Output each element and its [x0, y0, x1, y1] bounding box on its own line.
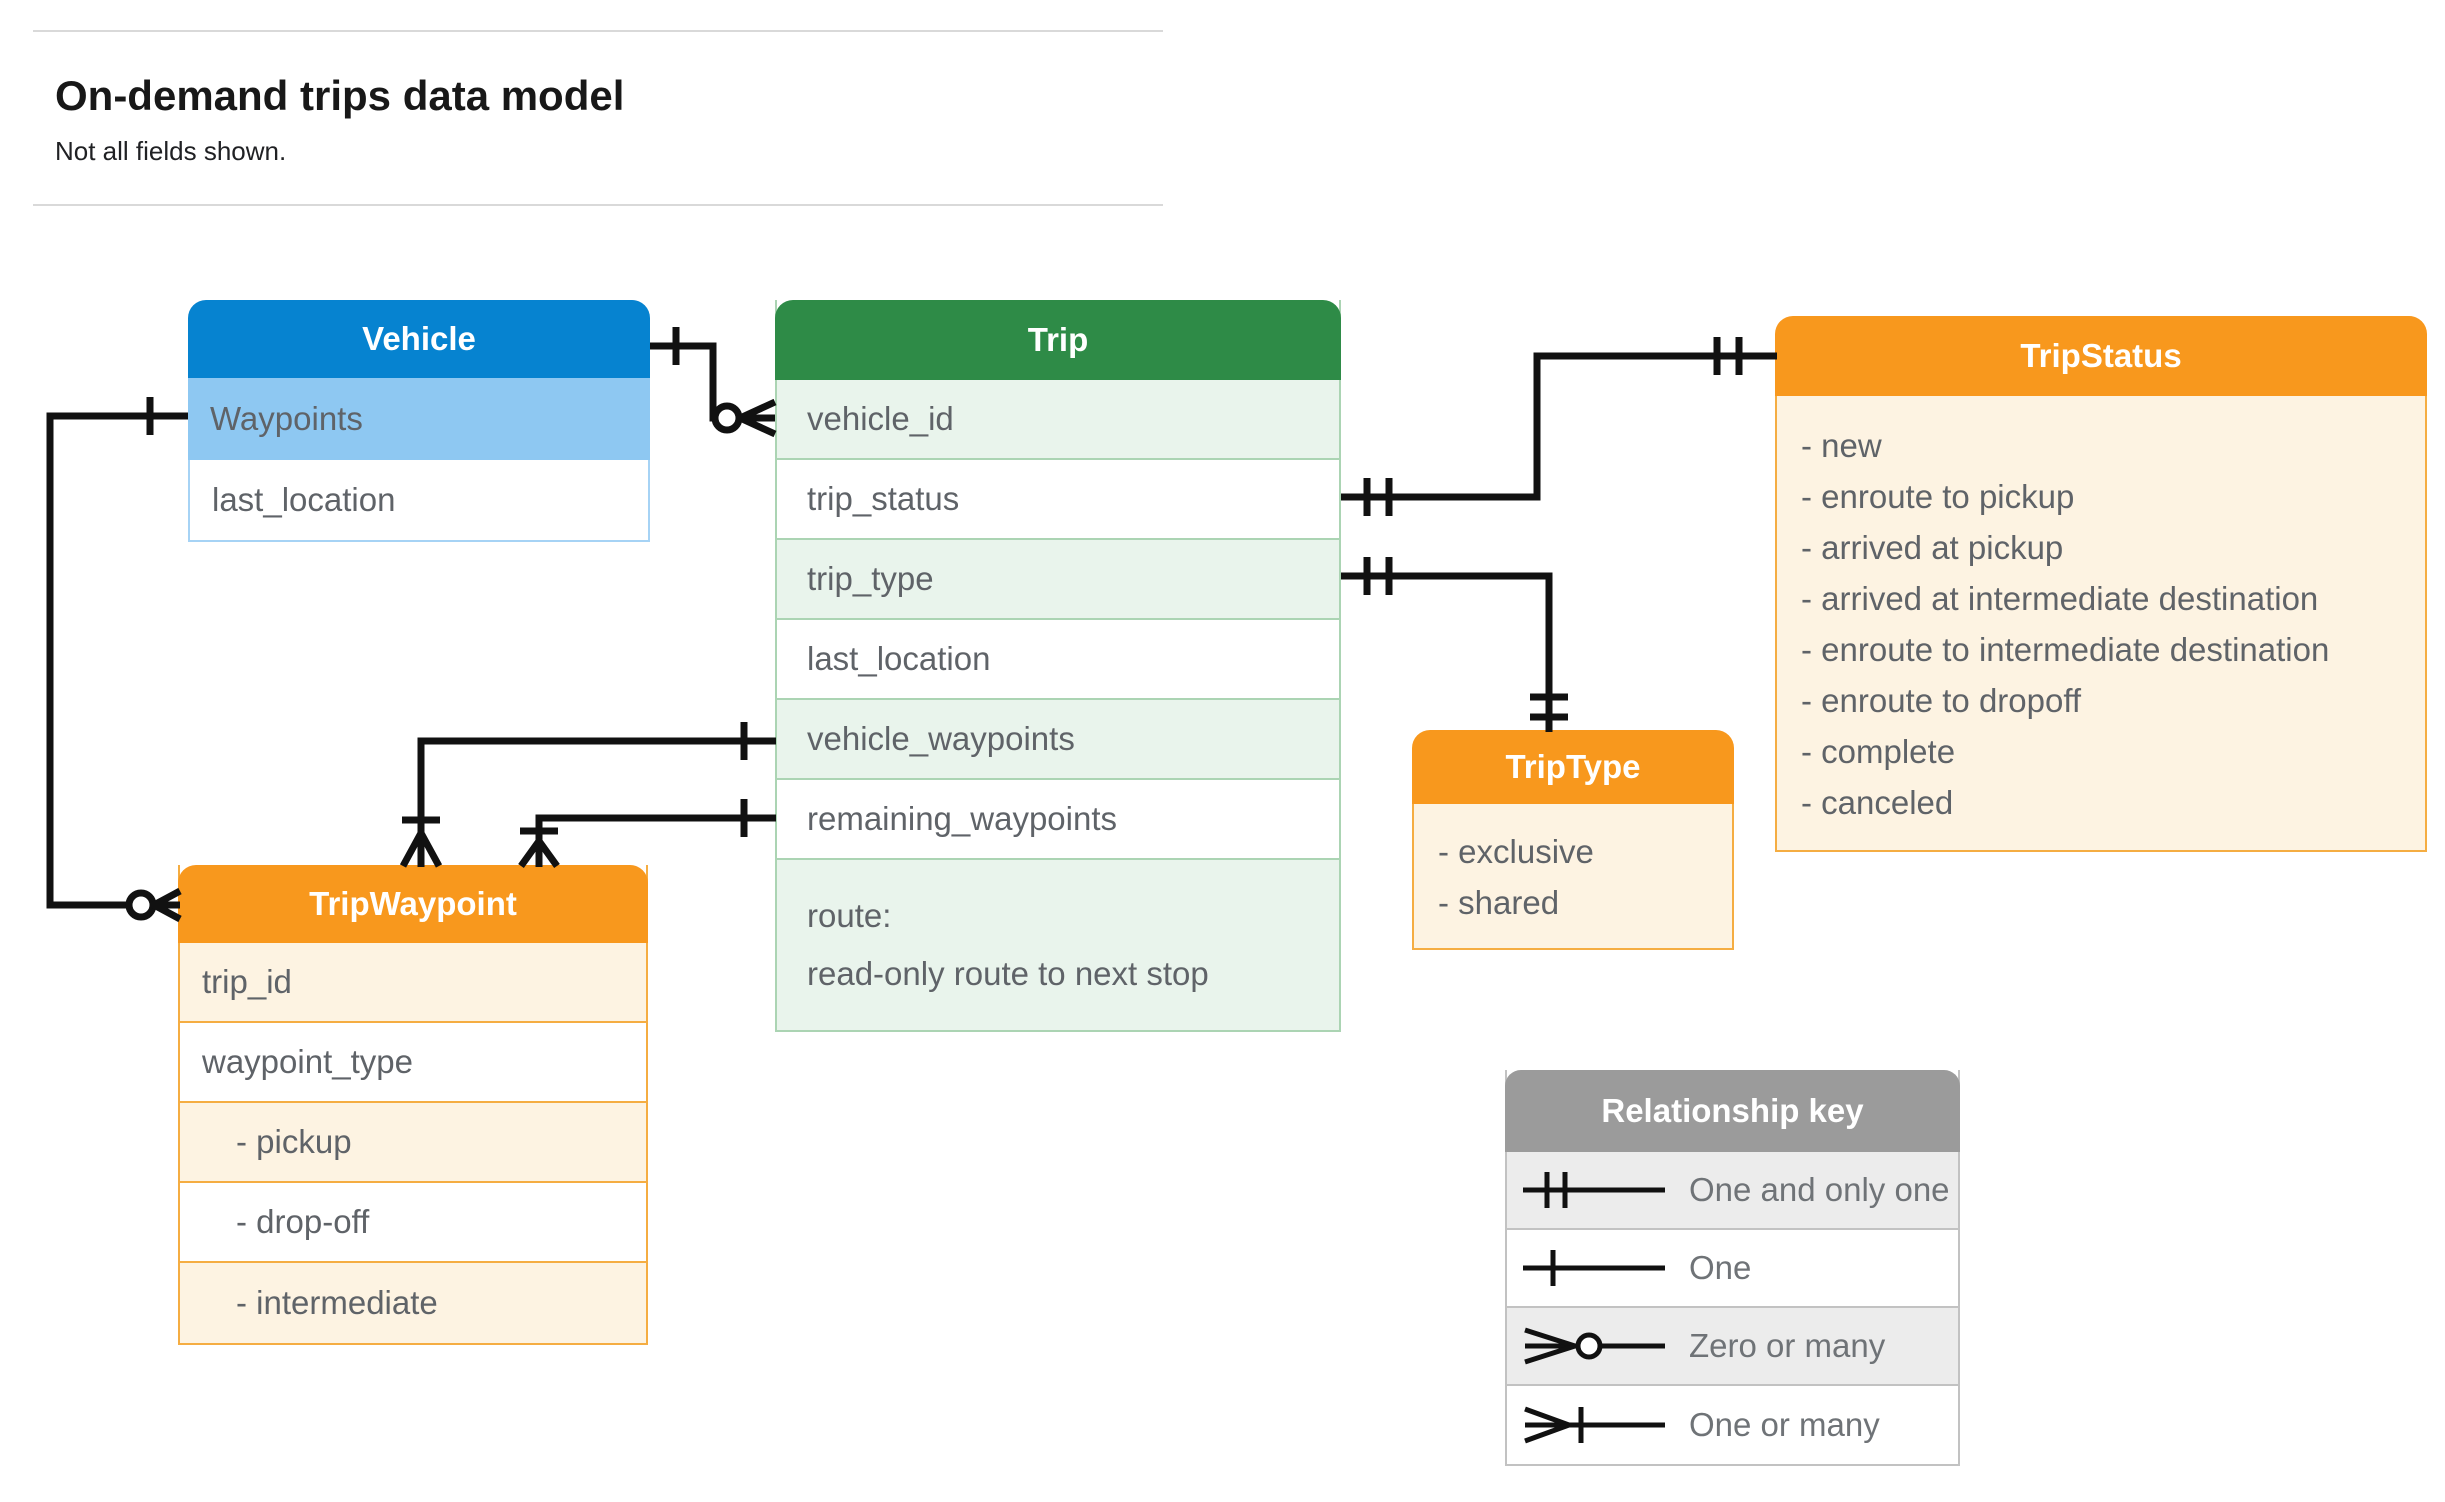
legend-row: Zero or many — [1507, 1308, 1958, 1386]
field-route-label: route: — [807, 897, 892, 934]
table-row: last_location — [777, 620, 1339, 700]
relationship-key: Relationship key One and only one One Ze… — [1505, 1070, 1960, 1466]
table-row: trip_status — [777, 460, 1339, 540]
page-title: On-demand trips data model — [55, 72, 625, 119]
entity-trip-type-body: - exclusive - shared — [1412, 804, 1734, 950]
enum-value: - enroute to dropoff — [1801, 682, 2082, 719]
table-row: waypoint_type — [180, 1023, 646, 1103]
field-last-location: last_location — [807, 640, 991, 677]
field-vehicle-waypoints: vehicle_waypoints — [807, 720, 1075, 757]
legend-label: One and only one — [1689, 1171, 1950, 1208]
legend-label: Zero or many — [1689, 1327, 1886, 1364]
connector-trip-type-triptype — [1341, 557, 1568, 732]
enum-value: - drop-off — [236, 1203, 370, 1240]
table-row: - pickup — [180, 1103, 646, 1183]
enum-value: - arrived at intermediate destination — [1801, 580, 2319, 617]
legend-row: One or many — [1507, 1386, 1958, 1464]
divider-top — [33, 30, 1163, 32]
connector-remaining-waypoints-tripwaypoint — [518, 799, 776, 869]
entity-vehicle: Vehicle Waypoints last_location — [188, 300, 650, 542]
field-remaining-waypoints: remaining_waypoints — [807, 800, 1118, 837]
enum-value: - new — [1801, 427, 1882, 464]
table-row: vehicle_id — [777, 380, 1339, 460]
entity-trip-waypoint-header: TripWaypoint — [178, 865, 648, 943]
table-row: last_location — [188, 460, 650, 542]
enum-value: - intermediate — [236, 1284, 438, 1321]
table-row: trip_id — [180, 943, 646, 1023]
enum-value: - arrived at pickup — [1801, 529, 2064, 566]
field-trip-type: trip_type — [807, 560, 934, 597]
connector-vehicle-waypoints-tripwaypoint — [46, 397, 188, 923]
divider-bottom — [33, 204, 1163, 206]
entity-trip-waypoint: TripWaypoint trip_id waypoint_type - pic… — [178, 865, 648, 1345]
enum-value: - enroute to pickup — [1801, 478, 2075, 515]
enum-value: - exclusive — [1438, 833, 1594, 870]
table-row: vehicle_waypoints — [777, 700, 1339, 780]
one-and-only-one-icon — [1523, 1172, 1665, 1208]
table-row: - intermediate — [180, 1263, 646, 1343]
field-trip-status: trip_status — [807, 480, 960, 517]
field-trip-id: trip_id — [202, 963, 292, 1000]
entity-trip-status: TripStatus - new - enroute to pickup - a… — [1775, 316, 2427, 852]
entity-trip-status-body: - new - enroute to pickup - arrived at p… — [1775, 396, 2427, 852]
entity-trip-type-header: TripType — [1412, 730, 1734, 804]
connector-vehicle-trip — [650, 327, 777, 438]
field-route-description: read-only route to next stop — [807, 955, 1209, 992]
field-waypoint-type: waypoint_type — [202, 1043, 413, 1080]
entity-trip-status-header: TripStatus — [1775, 316, 2427, 396]
table-row: - drop-off — [180, 1183, 646, 1263]
enum-value: - enroute to intermediate destination — [1801, 631, 2330, 668]
legend-label: One — [1689, 1249, 1752, 1286]
entity-vehicle-header: Vehicle — [188, 300, 650, 378]
field-vehicle-id: vehicle_id — [807, 400, 954, 437]
enum-value: - complete — [1801, 733, 1956, 770]
connector-trip-status-tripstatus — [1341, 337, 1777, 516]
connector-vehicle-waypoints-field-tripwaypoint — [399, 722, 776, 868]
enum-value: - pickup — [236, 1123, 352, 1160]
legend-row: One and only one — [1507, 1152, 1958, 1230]
table-row: route: read-only route to next stop — [777, 860, 1339, 1030]
one-icon — [1523, 1250, 1665, 1286]
relationship-key-header: Relationship key — [1505, 1070, 1960, 1152]
entity-trip-type: TripType - exclusive - shared — [1412, 730, 1734, 950]
field-waypoints: Waypoints — [210, 400, 363, 437]
field-last-location: last_location — [212, 481, 396, 518]
table-row: trip_type — [777, 540, 1339, 620]
enum-value: - canceled — [1801, 784, 1954, 821]
one-or-many-icon — [1524, 1406, 1665, 1444]
enum-value: - shared — [1438, 884, 1560, 921]
zero-or-many-icon — [1524, 1327, 1665, 1365]
legend-row: One — [1507, 1230, 1958, 1308]
legend-label: One or many — [1689, 1406, 1880, 1443]
entity-trip: Trip vehicle_id trip_status trip_type la… — [775, 300, 1341, 1032]
table-row: Waypoints — [188, 378, 650, 460]
page-subtitle: Not all fields shown. — [55, 136, 287, 166]
entity-trip-header: Trip — [775, 300, 1341, 380]
table-row: remaining_waypoints — [777, 780, 1339, 860]
